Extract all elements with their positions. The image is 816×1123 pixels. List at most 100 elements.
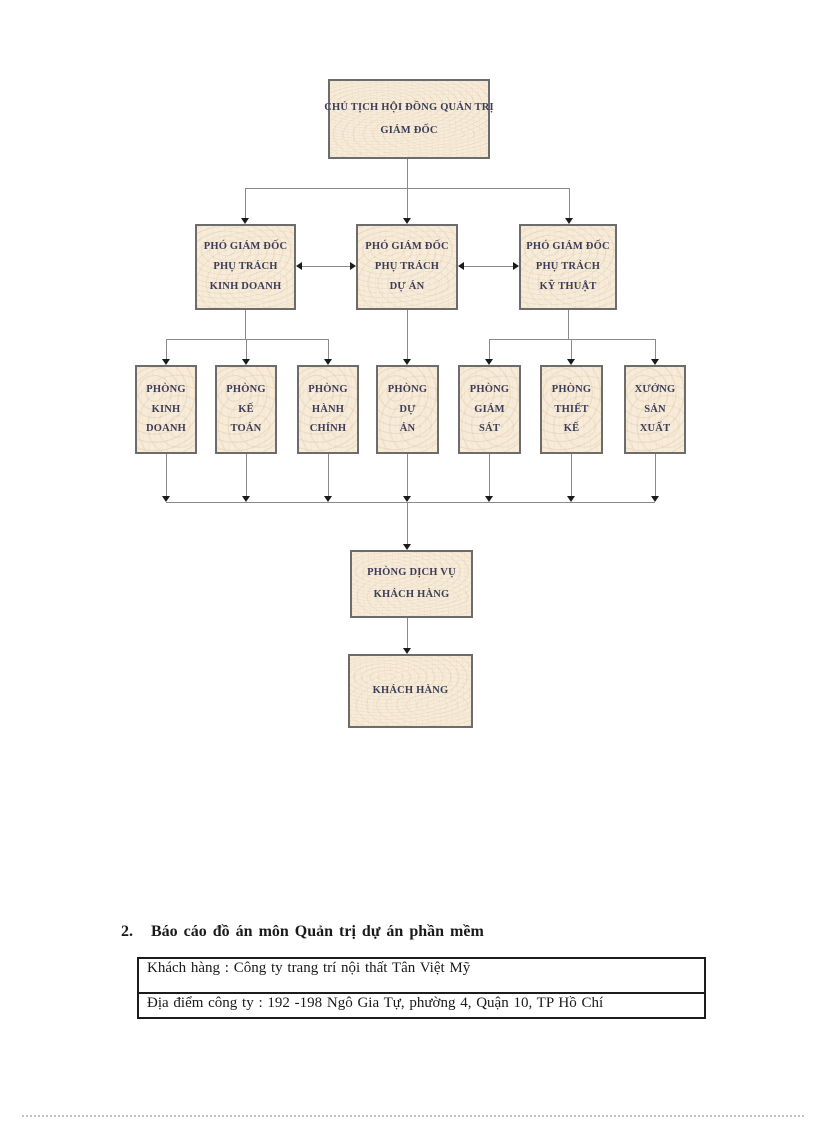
connector-line <box>407 159 408 188</box>
org-node-customer: KHÁCH HÀNG <box>348 654 473 728</box>
org-node-label: KHÁCH HÀNG <box>372 685 449 697</box>
connector-line <box>245 188 246 218</box>
arrowhead-down-icon <box>324 359 332 365</box>
org-node-label: SÁT <box>478 423 501 435</box>
connector-line <box>655 339 656 359</box>
connector-line <box>328 454 329 496</box>
org-node-label: KINH DOANH <box>209 280 282 292</box>
table-row-customer: Khách hàng : Công ty trang trí nội thất … <box>139 959 704 994</box>
org-node-label: PHỤ TRÁCH <box>213 261 278 273</box>
org-node-label: GIÁM <box>474 403 505 415</box>
table-row-address: Địa điểm công ty : 192 -198 Ngô Gia Tự, … <box>139 994 704 1017</box>
arrowhead-down-icon <box>485 496 493 502</box>
connector-line <box>571 454 572 496</box>
connector-line <box>489 339 490 359</box>
arrowhead-down-icon <box>403 218 411 224</box>
org-node-label: KINH <box>151 403 181 415</box>
org-node-label: PHÒNG <box>469 383 510 395</box>
arrowhead-down-icon <box>565 218 573 224</box>
org-node-label: PHỤ TRÁCH <box>535 261 601 273</box>
org-node-label: CHÍNH <box>309 423 347 435</box>
connector-line <box>489 339 655 340</box>
connector-line <box>166 339 167 359</box>
org-node-label: PHÓ GIÁM ĐỐC <box>365 241 449 253</box>
org-node-dept-accounting: PHÒNG KẾ TOÁN <box>215 365 277 454</box>
connector-line <box>407 618 408 648</box>
org-node-label: KỸ THUẬT <box>539 280 597 292</box>
arrowhead-down-icon <box>567 496 575 502</box>
org-node-label: PHÒNG <box>387 383 428 395</box>
org-node-label: XƯỞNG <box>634 383 676 395</box>
connector-line <box>246 454 247 496</box>
org-node-workshop-production: XƯỞNG SẢN XUẤT <box>624 365 686 454</box>
org-node-label: KẾ <box>238 403 254 415</box>
org-node-label: PHÓ GIÁM ĐỐC <box>526 241 610 253</box>
table-cell-text: Khách hàng : Công ty trang trí nội thất … <box>147 960 471 976</box>
org-node-label: PHÓ GIÁM ĐỐC <box>203 241 288 253</box>
org-node-label: HÀNH <box>311 403 345 415</box>
arrowhead-left-icon <box>458 262 464 270</box>
org-node-label: DỰ ÁN <box>389 280 425 292</box>
arrowhead-left-icon <box>296 262 302 270</box>
connector-line <box>655 454 656 496</box>
arrowhead-down-icon <box>403 496 411 502</box>
org-node-label: PHÒNG <box>551 383 592 395</box>
org-node-customer-service: PHÒNG DỊCH VỤ KHÁCH HÀNG <box>350 550 473 618</box>
arrowhead-down-icon <box>162 496 170 502</box>
arrowhead-down-icon <box>324 496 332 502</box>
org-node-label: PHÒNG <box>226 383 266 395</box>
arrowhead-down-icon <box>403 359 411 365</box>
connector-line <box>246 339 247 359</box>
org-node-dept-admin: PHÒNG HÀNH CHÍNH <box>297 365 359 454</box>
arrowhead-right-icon <box>350 262 356 270</box>
page-break-dotted-line <box>22 1115 804 1117</box>
section-number: 2. <box>121 923 133 940</box>
arrowhead-down-icon <box>242 359 250 365</box>
org-node-dept-supervision: PHÒNG GIÁM SÁT <box>458 365 521 454</box>
arrowhead-down-icon <box>242 496 250 502</box>
connector-line <box>245 310 246 339</box>
arrowhead-down-icon <box>241 218 249 224</box>
section-heading: 2. Báo cáo đồ án môn Quản trị dự án phần … <box>121 923 484 941</box>
arrowhead-right-icon <box>513 262 519 270</box>
arrowhead-down-icon <box>403 544 411 550</box>
connector-line <box>166 339 328 340</box>
org-node-label: TOÁN <box>230 423 262 435</box>
arrowhead-down-icon <box>651 496 659 502</box>
connector-line <box>298 266 354 267</box>
connector-line <box>489 454 490 496</box>
org-node-label: PHÒNG DỊCH VỤ <box>367 566 456 578</box>
org-node-deputy-business: PHÓ GIÁM ĐỐC PHỤ TRÁCH KINH DOANH <box>195 224 296 310</box>
connector-line <box>407 310 408 359</box>
org-node-label: PHÒNG <box>308 383 348 395</box>
org-node-label: THIẾT <box>554 403 589 415</box>
org-node-label: KẾ <box>563 423 580 435</box>
connector-line <box>568 310 569 339</box>
connector-line <box>460 266 517 267</box>
arrowhead-down-icon <box>162 359 170 365</box>
org-node-label: SẢN <box>644 403 666 415</box>
org-node-label: PHỤ TRÁCH <box>374 261 440 273</box>
connector-line <box>407 502 408 544</box>
connector-line <box>328 339 329 359</box>
org-node-label: DỰ <box>399 403 416 415</box>
org-node-label: XUẤT <box>639 423 671 435</box>
connector-line <box>407 188 408 218</box>
connector-line <box>166 454 167 496</box>
arrowhead-down-icon <box>485 359 493 365</box>
arrowhead-down-icon <box>651 359 659 365</box>
connector-line <box>571 339 572 359</box>
table-cell-text: Địa điểm công ty : 192 -198 Ngô Gia Tự, … <box>147 995 604 1011</box>
org-node-deputy-technical: PHÓ GIÁM ĐỐC PHỤ TRÁCH KỸ THUẬT <box>519 224 617 310</box>
arrowhead-down-icon <box>403 648 411 654</box>
org-node-label: ÁN <box>399 423 416 435</box>
org-node-deputy-project: PHÓ GIÁM ĐỐC PHỤ TRÁCH DỰ ÁN <box>356 224 458 310</box>
org-node-label: DOANH <box>145 423 187 435</box>
org-node-label: CHỦ TỊCH HỘI ĐỒNG QUẢN TRỊ <box>324 101 494 113</box>
connector-line <box>569 188 570 218</box>
org-node-chairman: CHỦ TỊCH HỘI ĐỒNG QUẢN TRỊ GIÁM ĐỐC <box>324 79 494 159</box>
section-title: Báo cáo đồ án môn Quản trị dự án phần mề… <box>151 923 484 940</box>
org-node-dept-business: PHÒNG KINH DOANH <box>135 365 197 454</box>
org-node-label: GIÁM ĐỐC <box>380 125 438 136</box>
